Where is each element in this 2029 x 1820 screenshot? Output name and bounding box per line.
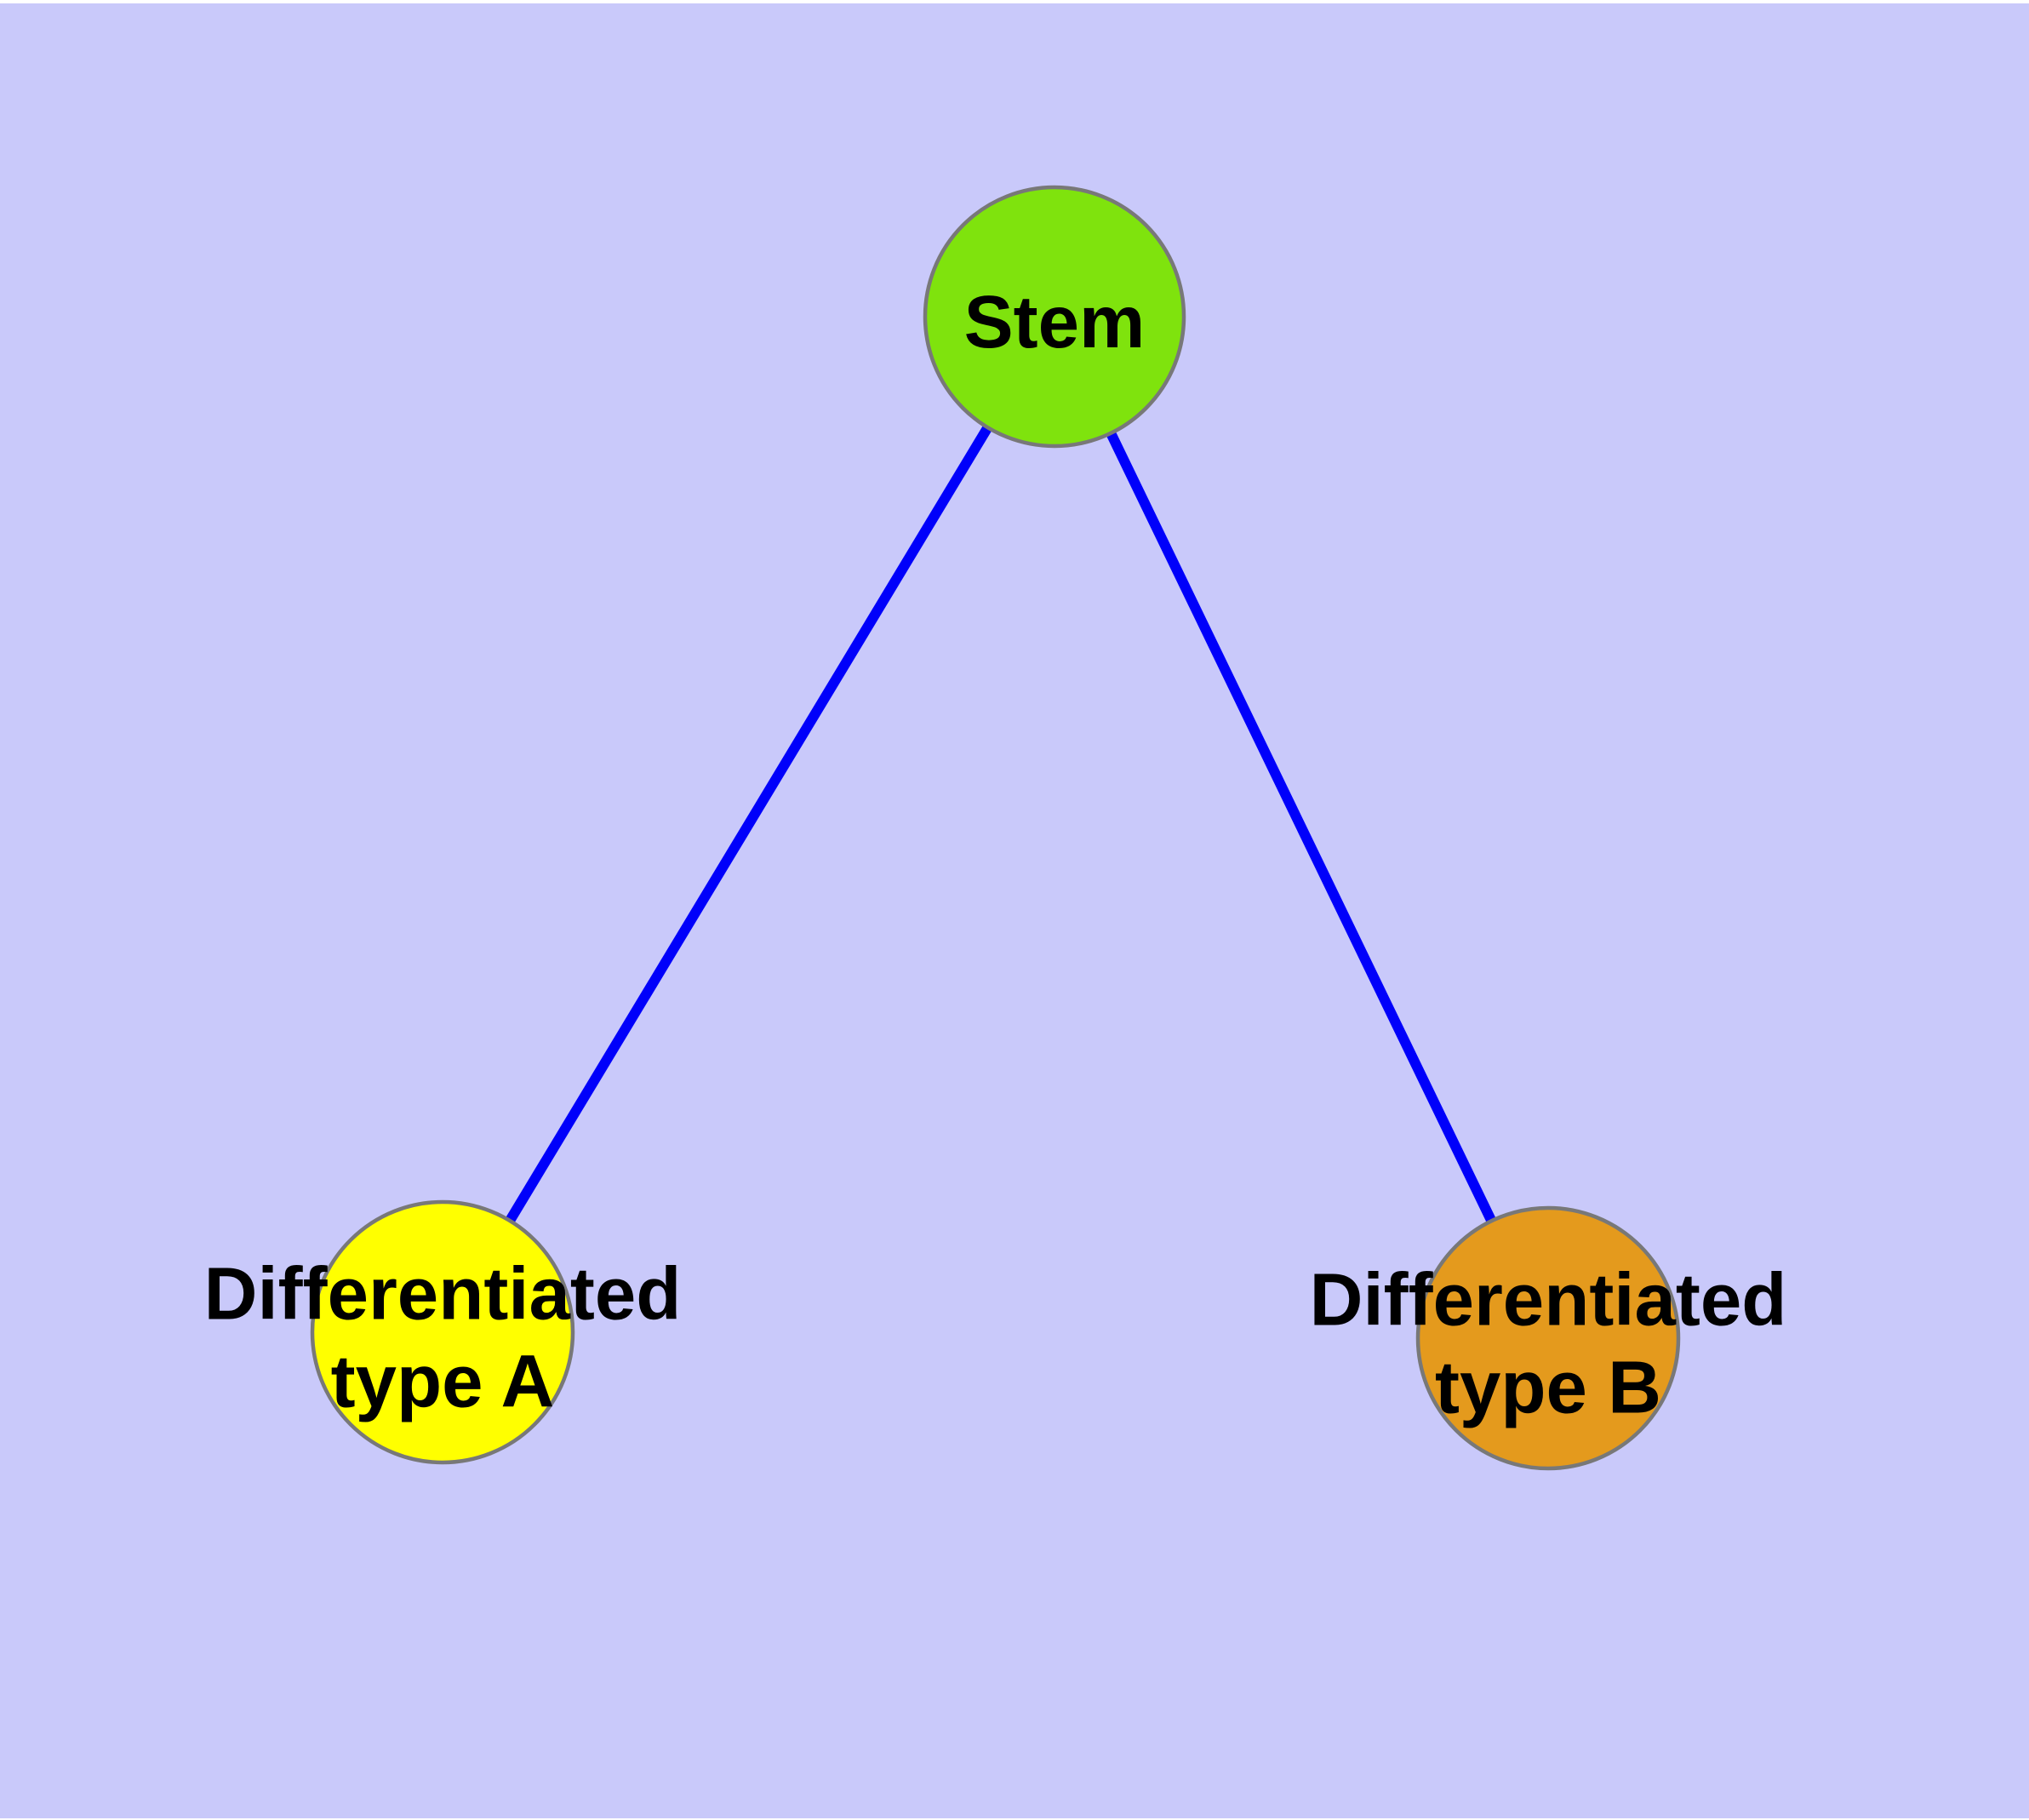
node-stem-circle: [923, 185, 1186, 449]
node-type-b-circle: [1415, 1205, 1681, 1471]
node-type-b-label-line-2: type B: [1435, 1347, 1661, 1429]
edge-stem-to-type-a: [437, 313, 1060, 1336]
node-stem-label-line-1: Stem: [964, 281, 1146, 363]
node-type-a-label-line-1: Differentiated: [204, 1253, 682, 1336]
node-type-a-circle: [310, 1199, 575, 1465]
node-type-a-label-line-2: type A: [331, 1341, 555, 1423]
node-type-b-label-line-1: Differentiated: [1310, 1259, 1787, 1342]
edge-stem-to-type-b: [1049, 314, 1553, 1341]
